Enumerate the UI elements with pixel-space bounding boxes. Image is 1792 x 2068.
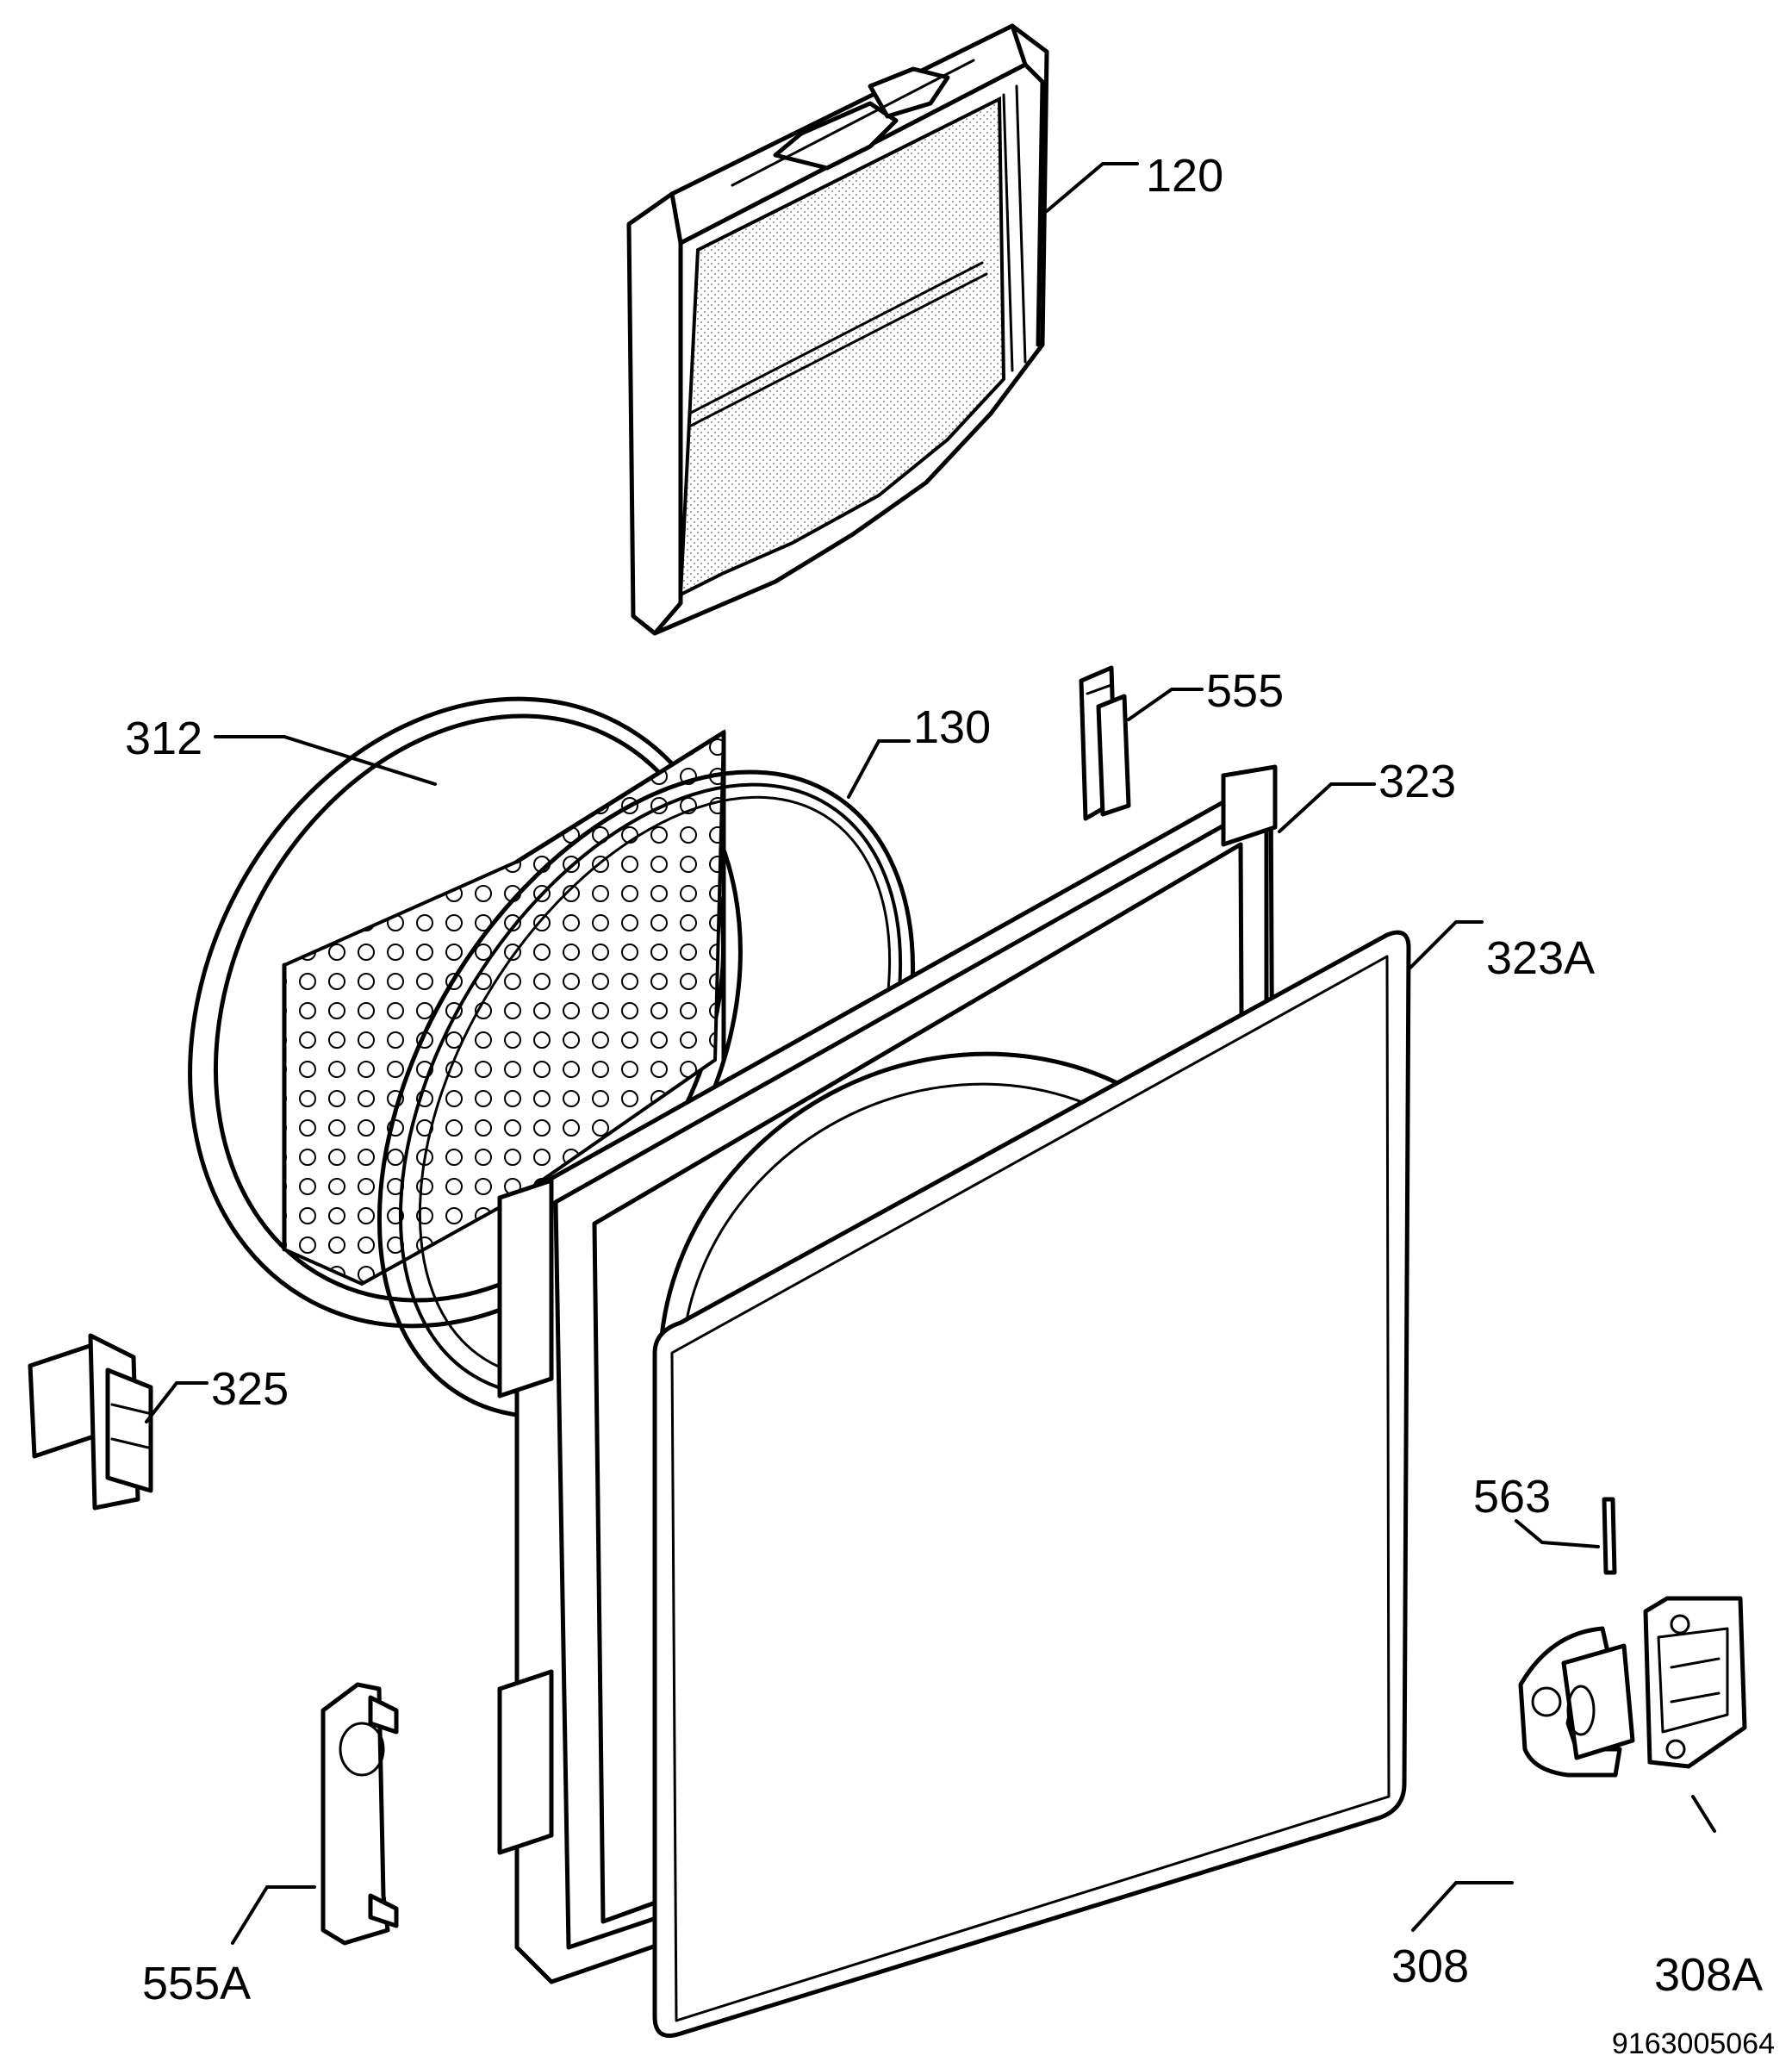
label-555A: 555A [142, 1958, 251, 2009]
label-120: 120 [1146, 150, 1223, 202]
clip-555 [1079, 665, 1131, 821]
hinge-308 [1518, 1626, 1635, 1778]
label-325: 325 [211, 1363, 289, 1415]
latch-325 [28, 1333, 153, 1511]
label-308A: 308A [1654, 1949, 1763, 2001]
label-308: 308 [1391, 1940, 1469, 1992]
label-312: 312 [125, 713, 202, 764]
label-555: 555 [1206, 665, 1284, 717]
label-563: 563 [1473, 1471, 1551, 1523]
outer-door-panel-323A [652, 930, 1411, 2038]
label-323A: 323A [1486, 932, 1595, 984]
label-130: 130 [913, 701, 991, 753]
leader-lines [145, 162, 1716, 1945]
hinge-bracket-308A [1643, 1596, 1747, 1769]
pin-563 [1602, 1497, 1617, 1575]
bracket-555A [320, 1682, 399, 1946]
filter-120 [626, 23, 1049, 636]
label-323: 323 [1378, 756, 1456, 807]
document-id: 9163005064 [1612, 2028, 1775, 2060]
part-labels: 120 312 130 555 323 323A 325 563 308 308… [125, 150, 1763, 2009]
